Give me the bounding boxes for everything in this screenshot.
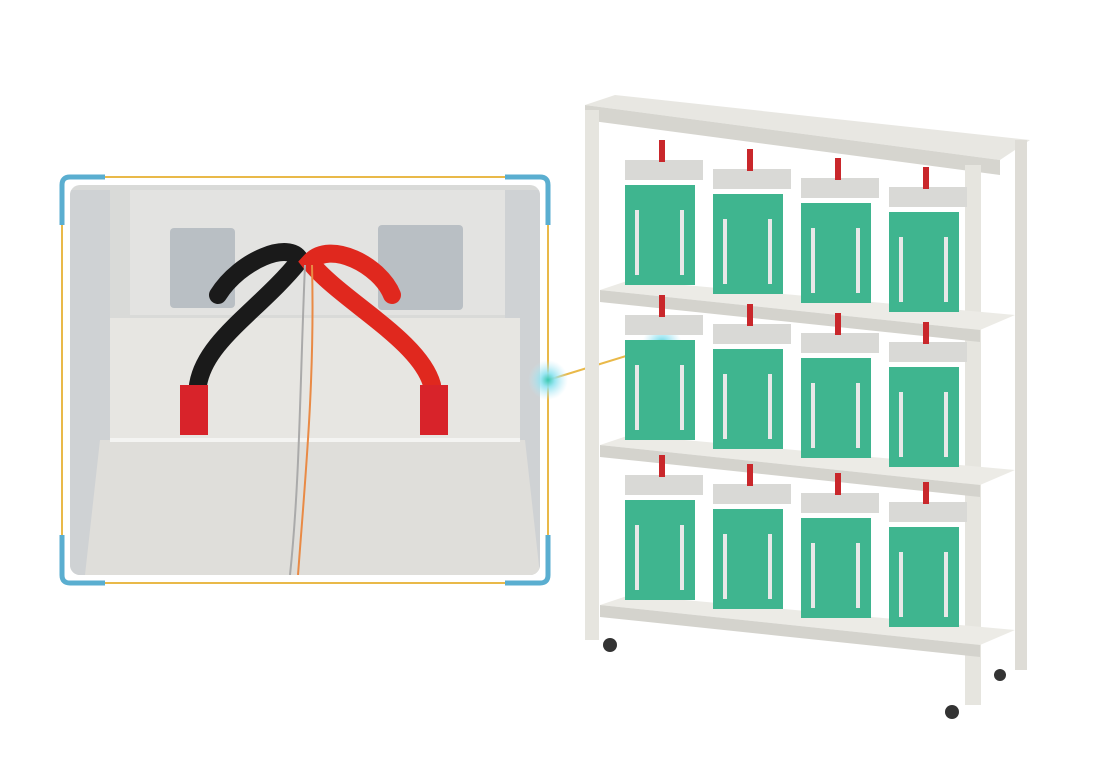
module-contact-strip (944, 392, 948, 457)
module-red-lead (659, 455, 665, 477)
module-contact-strip (856, 383, 860, 448)
shelf-edge (600, 605, 980, 657)
callout-dot-start (528, 360, 568, 400)
module-clamp (801, 178, 879, 198)
module-red-lead (835, 313, 841, 335)
panel-cutout-right (378, 225, 463, 310)
module-contact-strip (768, 219, 772, 284)
shelf-edge (600, 445, 980, 497)
module-contact-strip (768, 534, 772, 599)
module-clamp (801, 493, 879, 513)
module-contact-strip (811, 543, 815, 608)
module-contact-strip (944, 237, 948, 302)
battery-rack (585, 95, 1030, 719)
module-contact-strip (899, 552, 903, 617)
module-contact-strip (723, 219, 727, 284)
negative-terminal (180, 385, 208, 435)
positive-terminal (420, 385, 448, 435)
module-contact-strip (635, 210, 639, 275)
module-contact-strip (899, 237, 903, 302)
rack-post-back-right (1015, 140, 1027, 670)
module-contact-strip (723, 534, 727, 599)
module-contact-strip (856, 228, 860, 293)
module-contact-strip (811, 383, 815, 448)
module-red-lead (923, 482, 929, 504)
module-clamp (713, 169, 791, 189)
module-red-lead (747, 304, 753, 326)
module-clamp (889, 502, 967, 522)
module-contact-strip (856, 543, 860, 608)
module-red-lead (923, 167, 929, 189)
shelf (600, 280, 1015, 330)
module-clamp (713, 324, 791, 344)
module-clamp (889, 187, 967, 207)
shelf (600, 435, 1015, 485)
module-red-lead (923, 322, 929, 344)
module-contact-strip (944, 552, 948, 617)
tray-base (85, 440, 540, 575)
module-red-lead (835, 473, 841, 495)
module-contact-strip (768, 374, 772, 439)
module-contact-strip (899, 392, 903, 457)
module-contact-strip (680, 525, 684, 590)
module-contact-strip (635, 525, 639, 590)
caster-wheel (994, 669, 1006, 681)
module-red-lead (835, 158, 841, 180)
module-clamp (801, 333, 879, 353)
module-red-lead (747, 464, 753, 486)
caster-wheel (603, 638, 617, 652)
module-contact-strip (680, 210, 684, 275)
module-clamp (625, 160, 703, 180)
module-clamp (625, 475, 703, 495)
module-contact-strip (811, 228, 815, 293)
module-contact-strip (680, 365, 684, 430)
module-contact-strip (723, 374, 727, 439)
rack-top (585, 95, 1030, 160)
tray-wall (110, 318, 520, 440)
black-cable (189, 243, 311, 394)
red-cable (298, 244, 441, 394)
module-red-lead (659, 140, 665, 162)
module-contact-strip (635, 365, 639, 430)
rack-post-front-right (965, 165, 981, 705)
module-clamp (713, 484, 791, 504)
caster-wheel (945, 705, 959, 719)
module-red-lead (659, 295, 665, 317)
shelf-edge (600, 290, 980, 342)
module-red-lead (747, 149, 753, 171)
rack-post-front-left (585, 110, 599, 640)
module-clamp (625, 315, 703, 335)
shelf (600, 595, 1015, 645)
module-clamp (889, 342, 967, 362)
detail-photo (70, 185, 540, 575)
